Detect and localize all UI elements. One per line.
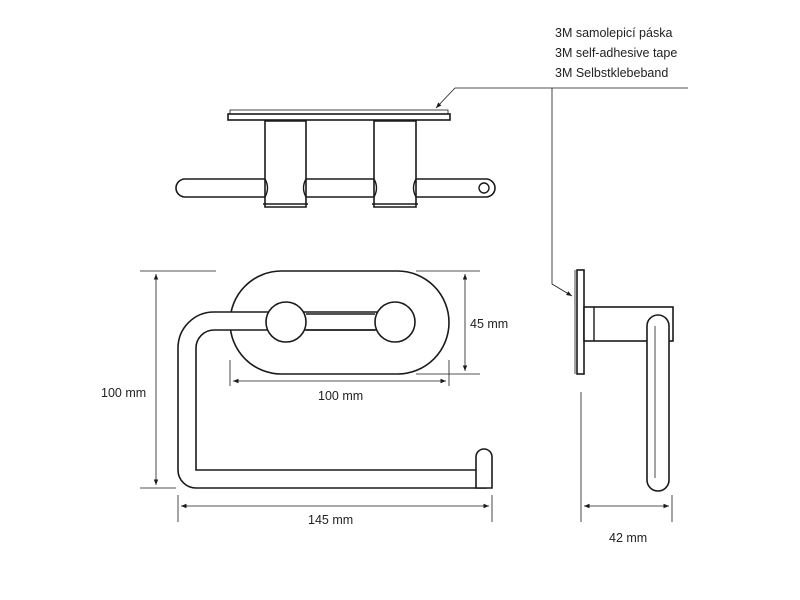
side-view: 42 mm	[574, 269, 674, 545]
bushing-left	[264, 120, 307, 208]
rod-end-cap	[475, 448, 493, 489]
knob-left	[265, 301, 307, 343]
callout-line-cs: 3M samolepicí páska	[555, 26, 672, 40]
tape-callout: 3M samolepicí páska 3M self-adhesive tap…	[435, 26, 688, 297]
sleeve-left-curve-2	[302, 178, 307, 198]
sleeve-right-curve-2	[412, 178, 417, 198]
dim-hole-spacing: 100 mm	[318, 389, 363, 403]
side-arm	[646, 314, 670, 492]
holder-rod	[177, 311, 487, 489]
sleeve-left-curve	[264, 178, 269, 198]
base-plate-top	[227, 113, 451, 121]
dim-width-total: 145 mm	[308, 513, 353, 527]
knob-right	[374, 301, 416, 343]
front-view: 100 mm 45 mm 100 mm 145 mm	[101, 270, 508, 527]
callout-leader-side	[551, 88, 573, 297]
callout-line-de: 3M Selbstklebeband	[555, 66, 668, 80]
callout-line-en: 3M self-adhesive tape	[555, 46, 677, 60]
top-view	[175, 109, 496, 208]
holder-bar-top	[175, 178, 496, 198]
sleeve-right-curve	[373, 178, 378, 198]
bushing-right	[373, 120, 417, 208]
dim-height-total: 100 mm	[101, 386, 146, 400]
dim-depth: 42 mm	[609, 531, 647, 545]
side-wall-plate	[576, 269, 585, 375]
dim-plate-height: 45 mm	[470, 317, 508, 331]
bar-end-hole	[478, 182, 490, 194]
callout-leader-top	[435, 87, 688, 109]
